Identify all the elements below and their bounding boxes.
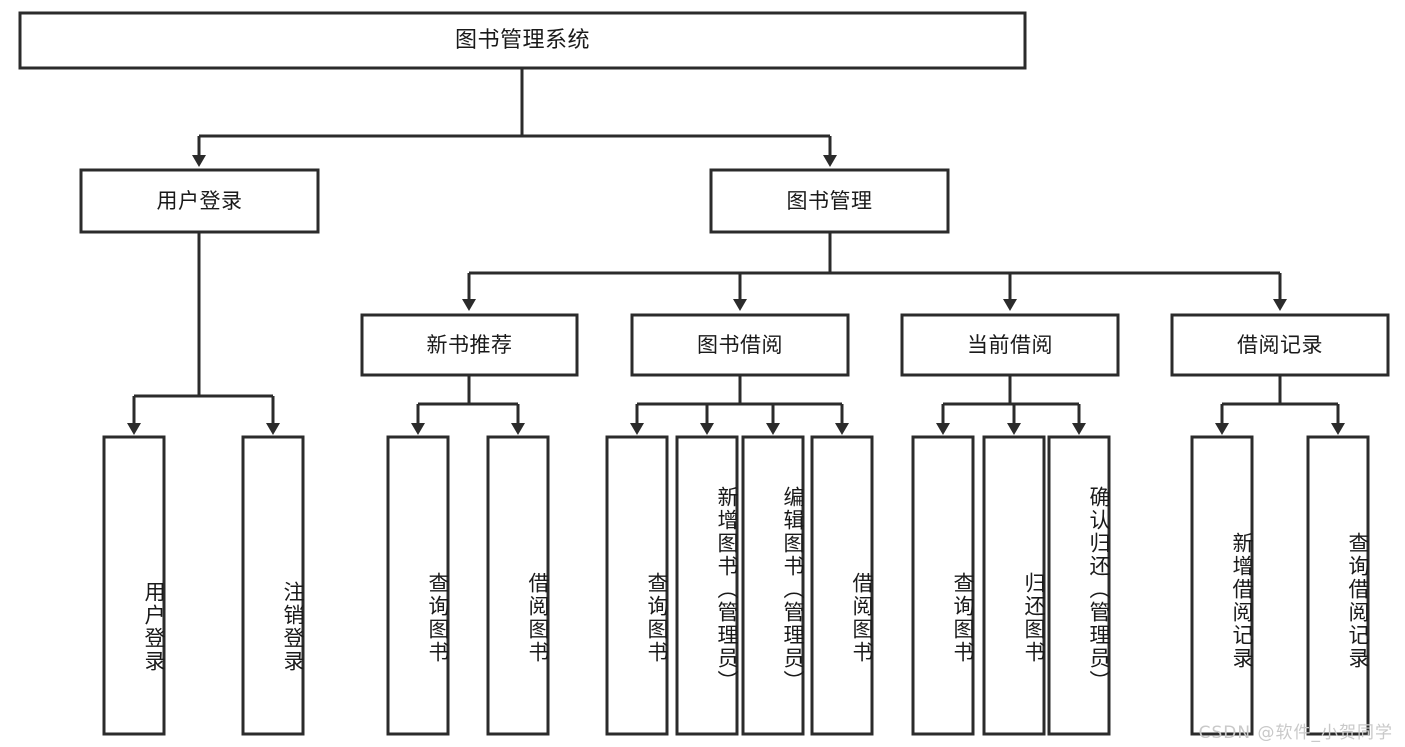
node-box-root[interactable] bbox=[18, 11, 1027, 70]
node-box-leaf-user-login[interactable] bbox=[102, 435, 166, 736]
node-box-leaf-return-book[interactable] bbox=[982, 435, 1046, 736]
node-box-leaf-query-book-borrow[interactable] bbox=[605, 435, 669, 736]
node-box-borrow-records[interactable] bbox=[1170, 313, 1390, 377]
node-box-new-book-recommend[interactable] bbox=[360, 313, 579, 377]
node-box-leaf-logout[interactable] bbox=[241, 435, 305, 736]
node-box-leaf-add-record[interactable] bbox=[1190, 435, 1254, 736]
node-box-leaf-borrow-book[interactable] bbox=[810, 435, 874, 736]
node-box-leaf-borrow-book-rec[interactable] bbox=[486, 435, 550, 736]
node-box-leaf-confirm-return[interactable] bbox=[1047, 435, 1111, 736]
node-box-current-borrow[interactable] bbox=[900, 313, 1120, 377]
node-box-leaf-add-book[interactable] bbox=[675, 435, 739, 736]
node-box-leaf-query-book-rec[interactable] bbox=[386, 435, 450, 736]
node-box-book-borrow[interactable] bbox=[630, 313, 850, 377]
node-box-user-login[interactable] bbox=[79, 168, 320, 234]
node-box-leaf-edit-book[interactable] bbox=[741, 435, 805, 736]
node-box-book-management[interactable] bbox=[709, 168, 950, 234]
csdn-watermark: CSDN @软件_小贺同学 bbox=[1198, 723, 1393, 743]
node-box-leaf-query-book-cur[interactable] bbox=[911, 435, 975, 736]
node-box-leaf-query-record[interactable] bbox=[1306, 435, 1370, 736]
